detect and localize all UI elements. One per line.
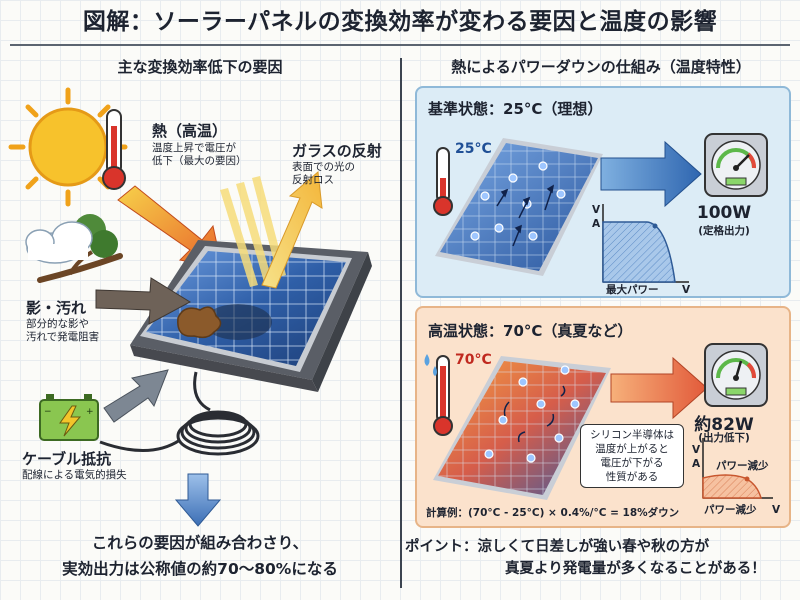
glass-desc-1: 表面での光の (292, 161, 355, 173)
point-note: ポイント：涼しくて日差しが強い春や秋の方が 真夏より発電量が多くなることがある！ (405, 536, 795, 580)
title-divider (10, 44, 790, 46)
glass-reflection-rays (220, 171, 323, 289)
cable-coil (99, 371, 260, 456)
iv-graph-hot (702, 438, 773, 499)
shade-desc-1: 部分的な影や (26, 318, 89, 330)
cable-desc: 配線による電気的損失 (22, 469, 127, 481)
bubble-line-2: 温度が上がると (595, 443, 669, 455)
cable-arrow (103, 369, 169, 423)
iv-graph-normal (602, 204, 689, 283)
battery-icon: − + (39, 394, 99, 441)
power-meter-hot-icon (704, 343, 768, 407)
left-illustration: − + (8, 87, 372, 527)
point-line-2: 真夏より発電量が多くなることがある！ (505, 561, 766, 577)
cable-label: ケーブル抵抗 (22, 450, 112, 468)
normal-output-arrow (600, 140, 702, 208)
power-meter-normal-icon (704, 133, 768, 197)
hot-curve-label-top: パワー減少 (716, 460, 769, 472)
solar-panel (140, 246, 352, 372)
summary-line-2: 実効出力は公称値の約70〜80%になる (62, 560, 338, 578)
shade-label: 影・汚れ (26, 299, 87, 317)
section-divider (400, 58, 402, 588)
calculation-example: 計算例：(70°C - 25°C) × 0.4%/°C = 18%ダウン (426, 507, 680, 519)
normal-temp-label: 25°C (455, 141, 492, 157)
summary: これらの要因が組み合わさり、 実効出力は公称値の約70〜80%になる (0, 530, 400, 582)
bubble-line-4: 性質がある (605, 471, 659, 483)
page-title: 図解：ソーラーパネルの変換効率が変わる要因と温度の影響 (82, 9, 718, 35)
hot-axis-a: A (692, 458, 701, 470)
heat-desc-2: 低下（最大の要因） (152, 155, 247, 167)
hot-output-note: (出力低下) (698, 432, 750, 444)
normal-axis-v-bottom: V (682, 284, 691, 296)
svg-text:+: + (86, 407, 94, 417)
heat-desc-1: 温度上昇で電圧が (152, 142, 236, 154)
summary-line-1: これらの要因が組み合わさり、 (91, 534, 309, 552)
panel-normal (435, 138, 603, 276)
normal-axis-v: V (592, 204, 601, 216)
right-illustration (424, 133, 773, 500)
normal-output-note: (定格出力) (698, 225, 750, 237)
hot-axis-v-bottom: V (772, 504, 781, 516)
hot-state-label: 高温状態：70°C（真夏など） (428, 322, 633, 340)
normal-output-value: 100W (696, 203, 752, 223)
normal-axis-a: A (592, 218, 601, 230)
heat-label: 熱（高温） (152, 122, 228, 140)
cloud-tree-icon (25, 214, 123, 283)
hot-output-value: 約82W (694, 415, 754, 435)
dirt-splotch (177, 306, 222, 339)
left-section-heading: 主な変換効率低下の要因 (117, 58, 283, 76)
hot-temp-label: 70°C (455, 352, 492, 368)
silicon-note-bubble: シリコン半導体は 温度が上がると 電圧が下がる 性質がある (580, 424, 684, 488)
hot-output-arrow (610, 356, 708, 420)
point-line-1: ポイント：涼しくて日差しが強い春や秋の方が (405, 539, 710, 555)
down-arrow (174, 473, 222, 527)
hot-axis-v: V (692, 444, 701, 456)
thermometer-normal-icon (433, 147, 453, 216)
shade-desc-2: 汚れで発電阻害 (26, 331, 100, 343)
thermometer-hot-state-icon (433, 355, 453, 436)
right-section-heading: 熱によるパワーダウンの仕組み（温度特性） (451, 58, 751, 76)
hot-curve-label-bottom: パワー減少 (704, 504, 757, 516)
bubble-line-3: 電圧が下がる (600, 457, 664, 469)
bubble-line-1: シリコン半導体は (590, 429, 674, 441)
normal-state-label: 基準状態：25°C（理想） (428, 100, 603, 118)
normal-curve-label: 最大パワー (606, 284, 659, 296)
glass-desc-2: 反射ロス (292, 174, 334, 186)
thermometer-hot-icon (102, 109, 126, 190)
svg-text:−: − (44, 407, 52, 417)
glass-label: ガラスの反射 (292, 142, 382, 160)
sweat-drops-icon (424, 354, 437, 376)
panel-hot (433, 356, 611, 500)
shade-arrow (95, 277, 192, 325)
